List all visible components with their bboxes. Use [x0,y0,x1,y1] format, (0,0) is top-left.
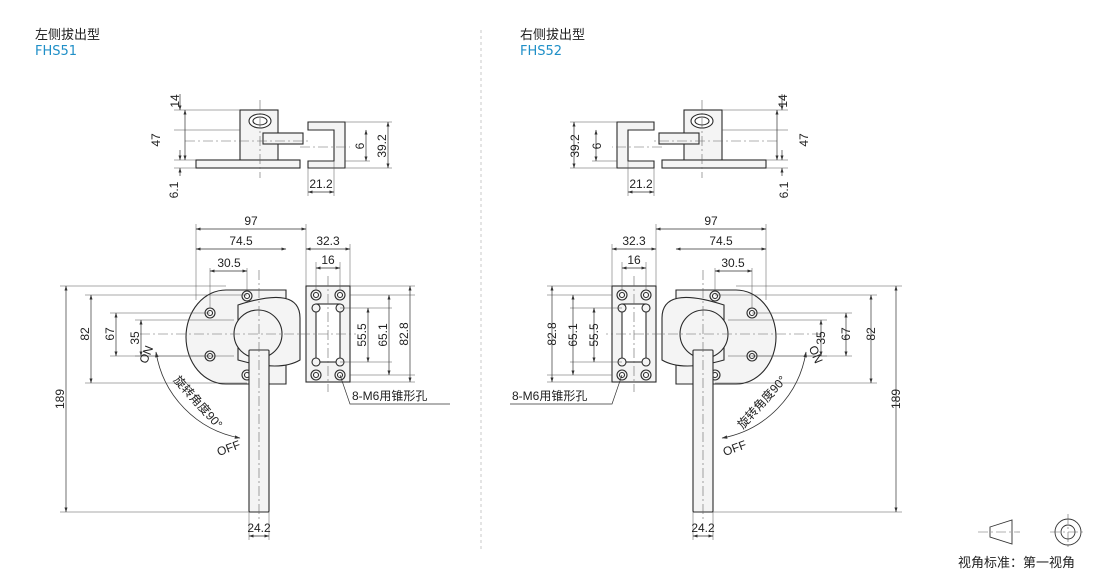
left-dim-top-14: 14 [168,94,182,108]
right-dim-97: 97 [704,214,718,228]
right-dim-189: 189 [889,389,903,409]
left-dim-top-6: 6 [353,142,367,149]
right-hole-note: 8-M6用锥形孔 [512,389,587,403]
right-top-dims [570,94,788,196]
right-model-code: FHS52 [520,44,563,59]
right-dim-top-21-2: 21.2 [629,177,653,191]
left-on-label: ON [136,344,156,366]
right-dim-top-6: 6 [590,142,604,149]
left-dim-189: 189 [53,389,67,409]
right-dim-35: 35 [814,331,828,345]
right-dim-30-5: 30.5 [721,256,745,270]
left-dim-top-21-2: 21.2 [309,177,333,191]
left-dim-82: 82 [78,327,92,341]
left-dim-30-5: 30.5 [217,256,241,270]
right-dim-82-8: 82.8 [545,322,559,346]
left-top-dims [174,94,392,196]
right-dim-65-1: 65.1 [566,323,580,347]
right-dim-82: 82 [864,327,878,341]
left-dim-35: 35 [128,331,142,345]
right-top-view [612,100,777,178]
right-dim-top-39-2: 39.2 [568,134,582,158]
left-dim-67: 67 [103,327,117,341]
left-dim-65-1: 65.1 [376,323,390,347]
right-dim-top-6-1: 6.1 [777,181,791,198]
left-dim-82-8: 82.8 [397,322,411,346]
right-dim-74-5: 74.5 [709,234,733,248]
left-model-code: FHS51 [35,44,78,59]
left-off-label: OFF [215,438,242,459]
left-dim-55-5: 55.5 [355,323,369,347]
right-dim-67: 67 [839,327,853,341]
right-dim-16: 16 [627,253,641,267]
right-dim-55-5: 55.5 [587,323,601,347]
left-title: 左侧拔出型 [35,28,101,43]
right-drawing [510,94,902,540]
right-off-label: OFF [721,438,748,459]
left-dim-24-2: 24.2 [247,521,271,535]
left-dim-16: 16 [321,253,335,267]
left-drawing: 14 47 6.1 6 39.2 21.2 [53,94,450,540]
right-dim-24-2: 24.2 [691,521,715,535]
left-dim-top-39-2: 39.2 [375,134,389,158]
left-top-view [185,100,350,178]
right-on-label: ON [806,344,826,366]
left-dim-32-3: 32.3 [316,234,340,248]
right-front-view [606,270,822,520]
left-dim-97: 97 [244,214,258,228]
left-dim-74-5: 74.5 [229,234,253,248]
right-dim-top-14: 14 [776,94,790,108]
right-front-dims [510,224,902,540]
projection-label: 视角标准：第一视角 [958,556,1076,571]
right-dim-top-47: 47 [797,133,811,147]
right-title: 右侧拔出型 [520,28,586,43]
first-angle-projection-symbol [978,514,1086,550]
left-front-view [140,270,356,520]
left-dim-top-47: 47 [149,133,163,147]
left-front-dims [60,224,450,540]
left-hole-note: 8-M6用锥形孔 [352,389,427,403]
right-dim-32-3: 32.3 [622,234,646,248]
left-dim-top-6-1: 6.1 [167,181,181,198]
